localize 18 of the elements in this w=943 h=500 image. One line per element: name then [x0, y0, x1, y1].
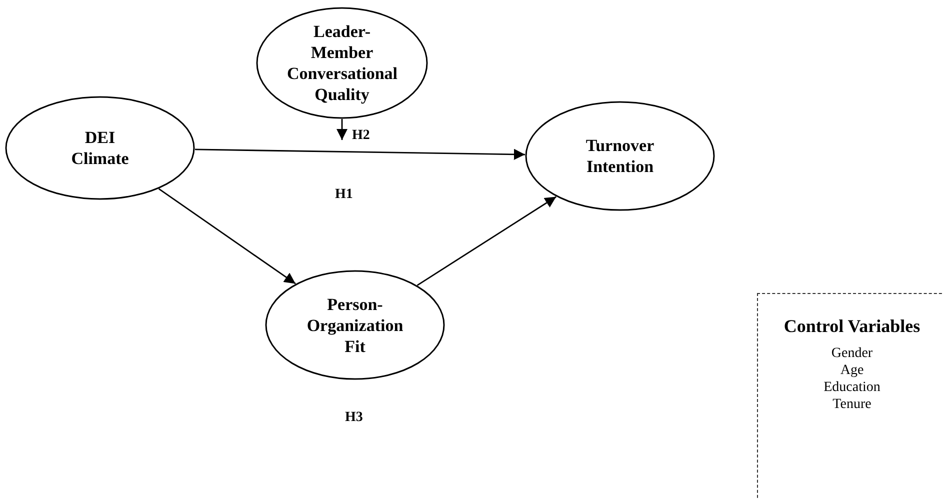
variable-name: Education	[824, 379, 880, 396]
construct-label: Turnover Intention	[584, 135, 656, 177]
arrow	[336, 119, 348, 140]
construct-ellipse	[256, 7, 428, 119]
construct-label: Person-Organization Fit	[306, 294, 404, 356]
construct-ellipse	[525, 101, 715, 211]
panel-heading: Control Variables	[784, 316, 920, 337]
construct-ellipse	[5, 96, 195, 200]
variable-name: Tenure	[832, 396, 872, 413]
legend-panel	[757, 293, 943, 500]
arrow	[416, 196, 557, 286]
construct-ellipse	[265, 270, 445, 380]
variable-name: Gender	[831, 345, 873, 362]
arrow	[158, 188, 296, 284]
arrow	[194, 148, 526, 160]
variable-name: Age	[840, 362, 864, 379]
construct-label: DEI Climate	[70, 127, 130, 169]
construct-label: Leader-Member Conversational Quality	[287, 21, 397, 105]
